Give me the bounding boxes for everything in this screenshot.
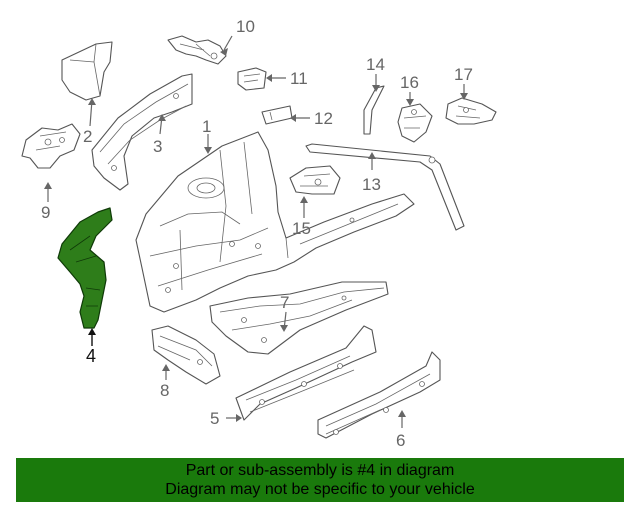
callout-1: 1	[202, 117, 211, 136]
arrowhead-3	[158, 114, 166, 121]
arrowhead-12	[290, 114, 296, 122]
arrowhead-2	[88, 98, 96, 105]
banner-line-1: Part or sub-assembly is #4 in diagram	[185, 462, 455, 479]
arrowhead-13	[368, 152, 376, 159]
arrowhead-10	[220, 48, 228, 56]
part-14[interactable]	[363, 85, 385, 135]
arrowhead-17	[460, 93, 468, 100]
arrowhead-9	[44, 182, 52, 189]
callout-3: 3	[153, 137, 162, 156]
callout-4: 4	[86, 346, 96, 366]
part-12[interactable]	[261, 105, 293, 125]
part-15[interactable]	[289, 165, 341, 195]
part-13[interactable]	[305, 143, 465, 231]
part-10[interactable]	[167, 35, 227, 65]
callout-16: 16	[400, 73, 419, 92]
banner-line-2: Diagram may not be specific to your vehi…	[165, 481, 475, 498]
arrowhead-14	[372, 85, 380, 92]
arrowhead-16	[406, 99, 414, 106]
arrowhead-4	[88, 328, 96, 335]
callout-15: 15	[292, 219, 311, 238]
callout-17: 17	[454, 65, 473, 84]
part-5[interactable]	[235, 325, 377, 421]
arrowhead-6	[398, 410, 406, 417]
callout-11: 11	[290, 69, 308, 88]
callout-9: 9	[41, 203, 50, 222]
part-8[interactable]	[151, 325, 221, 385]
part-4-highlighted[interactable]	[57, 207, 113, 329]
info-banner: Part or sub-assembly is #4 in diagram Di…	[16, 458, 624, 502]
part-3[interactable]	[91, 73, 193, 191]
callout-12: 12	[314, 109, 333, 128]
callout-6: 6	[396, 431, 405, 450]
callout-5: 5	[210, 409, 219, 428]
arrowhead-15	[300, 196, 308, 203]
callout-2: 2	[83, 127, 92, 146]
part-11[interactable]	[237, 67, 267, 91]
arrowhead-5	[236, 414, 242, 422]
part-9[interactable]	[21, 123, 81, 169]
callout-7: 7	[280, 293, 289, 312]
callout-13: 13	[362, 175, 381, 194]
arrowhead-7	[280, 325, 288, 332]
leader-10	[223, 35, 233, 51]
part-6[interactable]	[317, 351, 441, 439]
part-17[interactable]	[445, 97, 497, 125]
callout-8: 8	[160, 381, 169, 400]
callout-14: 14	[366, 55, 385, 74]
part-7[interactable]	[209, 281, 389, 355]
callout-10: 10	[236, 17, 255, 36]
arrowhead-11	[266, 74, 272, 82]
diagram-canvas: 10 11 12 2 3 1 9 14 16 17 13 15 7 8 5 6 …	[21, 17, 497, 450]
arrowhead-8	[162, 364, 170, 371]
part-1[interactable]	[135, 131, 415, 313]
arrowhead-1	[204, 147, 212, 154]
part-2[interactable]	[61, 41, 113, 101]
part-16[interactable]	[397, 103, 433, 143]
